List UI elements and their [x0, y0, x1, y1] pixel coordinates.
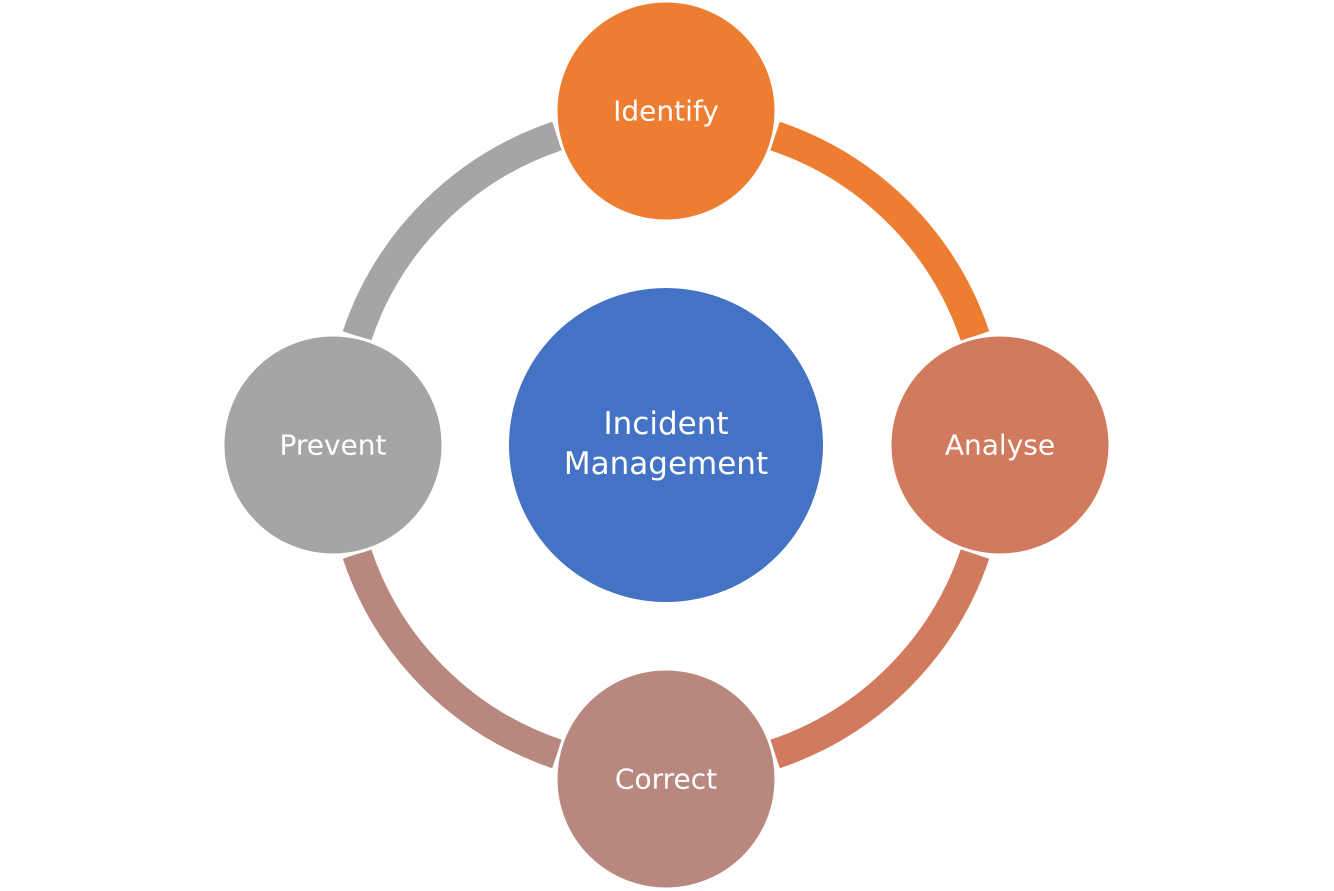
connector-arcs [342, 121, 990, 769]
arc-correct-to-prevent [342, 549, 562, 769]
node-correct: Correct [554, 667, 778, 891]
node-identify: Identify [554, 0, 778, 223]
identify-label: Identify [613, 95, 719, 128]
center-label-line-1: Incident [604, 406, 729, 442]
arc-prevent-to-identify [342, 121, 562, 341]
analyse-label: Analyse [945, 429, 1055, 462]
identify-circle [554, 0, 778, 223]
prevent-circle [221, 333, 445, 557]
arc-identify-to-analyse [770, 121, 990, 341]
prevent-label: Prevent [279, 429, 386, 462]
center-label-line-2: Management [564, 446, 768, 482]
node-prevent: Prevent [221, 333, 445, 557]
arc-analyse-to-correct [770, 549, 990, 769]
correct-circle [554, 667, 778, 891]
correct-label: Correct [615, 763, 717, 796]
node-analyse: Analyse [888, 333, 1112, 557]
analyse-circle [888, 333, 1112, 557]
center-circle [509, 288, 823, 602]
center-node: Incident Management [509, 288, 823, 602]
